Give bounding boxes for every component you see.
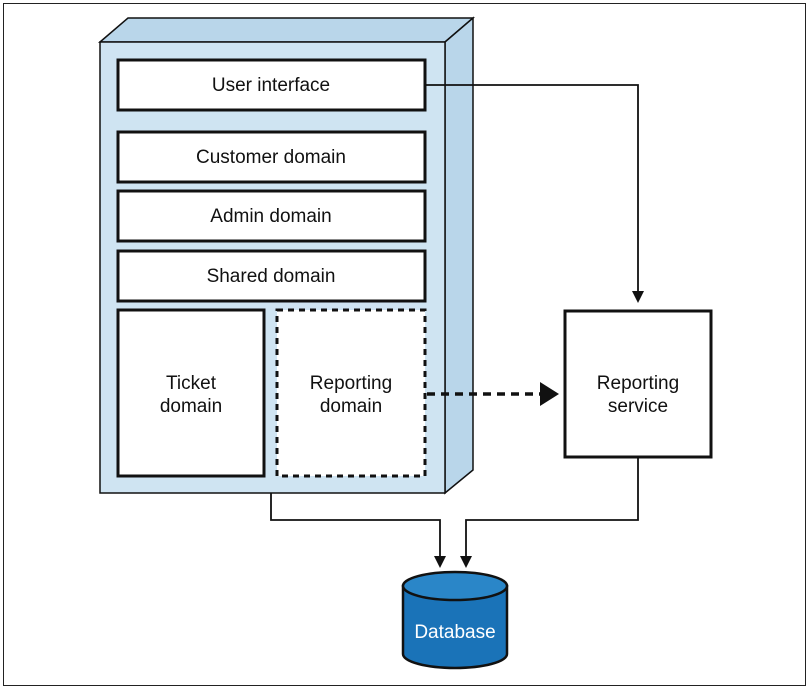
shared-domain-label: Shared domain (207, 266, 336, 287)
reporting-service-to-database-arrow (460, 457, 639, 568)
database-cylinder: Database (401, 570, 509, 670)
monolith-top-face (97, 17, 476, 43)
ui-to-reporting-service-arrow (425, 84, 644, 303)
user-interface-label: User interface (212, 75, 330, 96)
admin-domain-layer: Admin domain (116, 189, 427, 243)
reporting-service-label-line2: service (608, 396, 668, 417)
customer-domain-layer: Customer domain (116, 130, 427, 184)
reporting-domain-box: Reporting domain (275, 308, 427, 478)
admin-domain-label: Admin domain (210, 206, 331, 227)
database-label: Database (414, 622, 495, 643)
diagram-frame (3, 3, 806, 686)
monolith-to-database-arrow (270, 493, 446, 568)
reporting-service-box: Reporting service (563, 309, 713, 459)
ticket-domain-box: Ticket domain (116, 308, 266, 478)
customer-domain-label: Customer domain (196, 147, 346, 168)
monolith-side-face (444, 16, 474, 495)
ticket-domain-label-line1: Ticket (166, 373, 217, 394)
user-interface-layer: User interface (116, 58, 427, 112)
reporting-service-label-line1: Reporting (597, 373, 679, 394)
reporting-domain-label-line1: Reporting (310, 373, 392, 394)
reporting-domain-label-line2: domain (320, 396, 382, 417)
reporting-domain-arrowhead (540, 382, 559, 406)
shared-domain-layer: Shared domain (116, 249, 427, 303)
ticket-domain-label-line2: domain (160, 396, 222, 417)
